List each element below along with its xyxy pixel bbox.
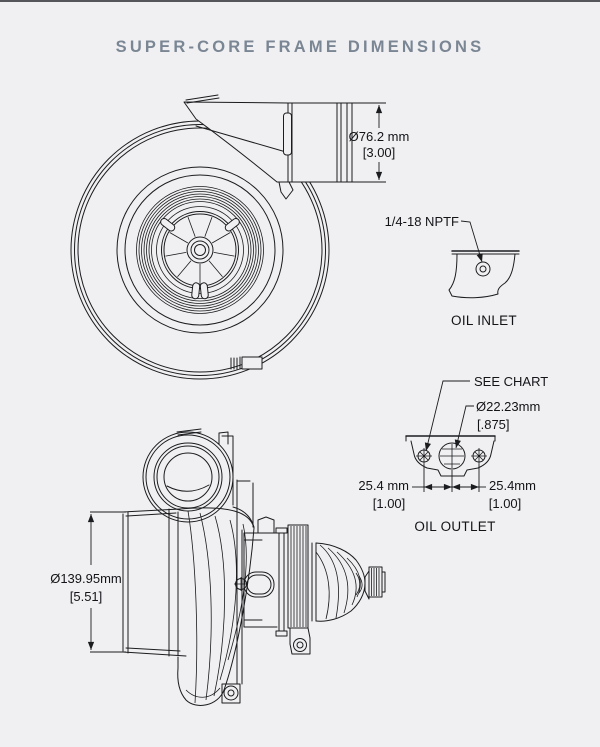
oil-outlet-detail: SEE CHART Ø22.23mm [.875] 25.4 mm [1.00]… [358, 374, 548, 534]
wheel-blades [165, 216, 235, 285]
backplate-bolt [223, 685, 239, 701]
left-bolt-hole [416, 448, 432, 464]
volute-inner-wall [116, 166, 284, 334]
port-diameter-imperial: [.875] [477, 417, 510, 432]
bearing-housing [234, 516, 278, 628]
compressor-housing-profile [122, 508, 187, 657]
volute-side-profile [177, 479, 255, 706]
oil-outlet-caption: OIL OUTLET [414, 519, 495, 534]
shield-bolt [293, 638, 307, 652]
ribbed-heat-shield [287, 524, 311, 655]
backplate [221, 504, 243, 704]
turbo-side-view: Ø139.95mm [5.51] [50, 428, 386, 706]
housing-diameter-imperial: [5.51] [70, 589, 103, 604]
compressor-wheel [161, 211, 239, 289]
volute-outer-band [70, 120, 330, 380]
housing-diameter-metric: Ø139.95mm [50, 571, 122, 586]
oil-inlet-detail: 1/4-18 NPTF OIL INLET [385, 214, 520, 328]
bolt-spacing-right-metric: 25.4mm [489, 478, 536, 493]
bolt-spacing-right-imperial: [1.00] [489, 496, 522, 511]
ported-shroud-slots [160, 217, 240, 300]
page-title: SUPER-CORE FRAME DIMENSIONS [115, 38, 485, 56]
housing-diameter-dimension: Ø139.95mm [5.51] [50, 511, 126, 653]
oil-inlet-caption: OIL INLET [451, 313, 517, 328]
thread-label: 1/4-18 NPTF [385, 214, 459, 229]
outlet-diameter-imperial: [3.00] [363, 145, 396, 160]
shroud-ring-band [136, 186, 264, 314]
right-bolt-hole [471, 448, 487, 464]
bolt-spacing-dimension: 25.4 mm [1.00] 25.4mm [1.00] [358, 464, 536, 511]
bottom-barb-fitting [230, 356, 263, 370]
turbine-wheel [311, 542, 366, 622]
outlet-diameter-dimension: Ø76.2 mm [3.00] [346, 102, 410, 183]
duct-junction-flap [278, 181, 294, 200]
v-band-flange [275, 527, 288, 637]
shaft-end-nut [364, 566, 386, 600]
port-diameter-metric: Ø22.23mm [476, 399, 540, 414]
bolt-spacing-left-imperial: [1.00] [373, 496, 406, 511]
thread-leader-line [460, 220, 483, 263]
port-diameter-leader [454, 405, 474, 449]
outlet-diameter-metric: Ø76.2 mm [349, 129, 410, 144]
wheel-hub [186, 236, 214, 264]
compressor-front-view: Ø76.2 mm [3.00] [70, 94, 410, 380]
inlet-bracket [218, 431, 234, 506]
center-drain-port [438, 442, 466, 470]
shield-bracket [289, 627, 311, 655]
see-chart-label: SEE CHART [474, 374, 548, 389]
screenshot-top-edge [0, 0, 600, 2]
oil-drain-slot [243, 571, 275, 598]
oil-inlet-port-circle [475, 261, 491, 277]
see-chart-leader [424, 380, 470, 452]
pipe-clamp-slot [283, 112, 292, 156]
oil-inlet-body [448, 253, 516, 299]
outlet-duct [183, 94, 289, 183]
bolt-spacing-left-metric: 25.4 mm [358, 478, 409, 493]
oil-outlet-flange [410, 440, 495, 477]
outlet-pipe [278, 102, 353, 200]
